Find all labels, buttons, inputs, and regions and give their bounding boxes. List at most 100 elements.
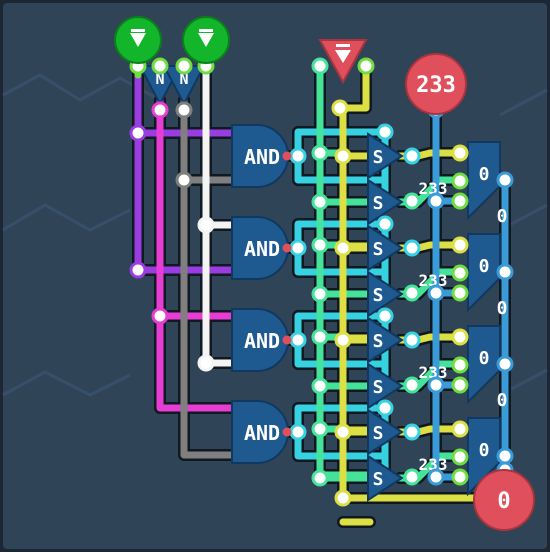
wire-node[interactable] — [175, 57, 193, 75]
wire-node[interactable] — [427, 284, 445, 302]
wire-node[interactable] — [403, 376, 421, 394]
value-display-label: 233 — [416, 73, 456, 98]
switch-gate-4[interactable]: S — [367, 270, 404, 318]
wire-node[interactable] — [451, 172, 469, 190]
pin-node — [282, 335, 292, 345]
wire-node[interactable] — [311, 377, 329, 395]
wire-node[interactable] — [403, 147, 421, 165]
wire-node[interactable] — [331, 99, 349, 117]
wire-node[interactable] — [451, 328, 469, 346]
input-left[interactable] — [114, 16, 162, 64]
wire-node[interactable] — [151, 101, 169, 119]
wire-node[interactable] — [289, 147, 307, 165]
switch-gate-3[interactable]: S — [367, 224, 404, 272]
wire-node[interactable] — [451, 236, 469, 254]
down-triangle-icon — [130, 33, 146, 47]
wire-gray — [180, 96, 236, 459]
wire-node[interactable] — [403, 239, 421, 257]
wire-node[interactable] — [311, 144, 329, 162]
wire-node[interactable] — [496, 447, 514, 465]
wire-node[interactable] — [357, 57, 375, 75]
wire-node[interactable] — [129, 124, 147, 142]
wire-node[interactable] — [151, 57, 169, 75]
switch-gate-label: S — [373, 469, 384, 490]
wire-node[interactable] — [175, 101, 193, 119]
wire-node[interactable] — [311, 193, 329, 211]
wire-node[interactable] — [427, 192, 445, 210]
wire-node[interactable] — [151, 307, 169, 325]
value-display[interactable]: 233 — [405, 53, 467, 115]
switch-gate-6[interactable]: S — [367, 362, 404, 410]
wire-node[interactable] — [197, 354, 215, 372]
wire-node[interactable] — [403, 192, 421, 210]
wire-node[interactable] — [311, 236, 329, 254]
wire-node[interactable] — [427, 376, 445, 394]
wire-node[interactable] — [334, 489, 352, 507]
wire-node[interactable] — [197, 216, 215, 234]
wire-node[interactable] — [451, 448, 469, 466]
wire-node[interactable] — [403, 423, 421, 441]
registers: 00233002330023300233 — [419, 141, 508, 503]
wire-node[interactable] — [311, 285, 329, 303]
register-value: 0 — [479, 348, 490, 369]
wire-node[interactable] — [496, 171, 514, 189]
wire-node[interactable] — [376, 123, 394, 141]
wire-node[interactable] — [311, 420, 329, 438]
wire-node[interactable] — [403, 468, 421, 486]
wire-node[interactable] — [376, 399, 394, 417]
and-gate-1[interactable]: AND — [231, 124, 289, 188]
switch-gate-label: S — [373, 377, 384, 398]
wire-node[interactable] — [451, 420, 469, 438]
wire-node[interactable] — [311, 328, 329, 346]
switch-gate-7[interactable]: S — [367, 408, 404, 456]
overlay-value: 233 — [419, 271, 448, 290]
wire-node[interactable] — [451, 264, 469, 282]
switch-gate-5[interactable]: S — [367, 316, 404, 364]
wire-node[interactable] — [129, 261, 147, 279]
wire-node[interactable] — [334, 331, 352, 349]
wire-node[interactable] — [289, 331, 307, 349]
wire-node[interactable] — [451, 144, 469, 162]
output-top[interactable] — [318, 39, 368, 85]
wire-node[interactable] — [403, 331, 421, 349]
wire-node[interactable] — [451, 468, 469, 486]
wire-node[interactable] — [451, 356, 469, 374]
wire-node[interactable] — [451, 376, 469, 394]
bottom-output[interactable]: 0 — [473, 469, 535, 531]
wire-node[interactable] — [427, 468, 445, 486]
wire-node[interactable] — [311, 469, 329, 487]
wire-node[interactable] — [175, 171, 193, 189]
overlay-value: 233 — [419, 363, 448, 382]
and-gate-4[interactable]: AND — [231, 400, 289, 464]
wire-node[interactable] — [334, 423, 352, 441]
wire-node[interactable] — [376, 307, 394, 325]
down-triangle-icon — [335, 50, 351, 63]
wire-node[interactable] — [496, 355, 514, 373]
wire-node[interactable] — [334, 147, 352, 165]
switch-gate-label: S — [373, 193, 384, 214]
wire-node[interactable] — [496, 263, 514, 281]
wire-node[interactable] — [311, 57, 329, 75]
wire-node[interactable] — [403, 284, 421, 302]
wire-node[interactable] — [289, 239, 307, 257]
and-gate-3[interactable]: AND — [231, 308, 289, 372]
pin-node — [282, 427, 292, 437]
switch-gate-1[interactable]: S — [367, 132, 404, 180]
wire-node[interactable] — [334, 239, 352, 257]
switch-gate-8[interactable]: S — [367, 454, 404, 502]
and-gate-label: AND — [244, 329, 280, 353]
and-gate-label: AND — [244, 145, 280, 169]
wire-node[interactable] — [451, 284, 469, 302]
wire-node[interactable] — [376, 215, 394, 233]
wire-node[interactable] — [451, 192, 469, 210]
and-gate-2[interactable]: AND — [231, 216, 289, 280]
switch-gate-2[interactable]: S — [367, 178, 404, 226]
input-right[interactable] — [182, 16, 230, 64]
overlay-value: 233 — [419, 179, 448, 198]
wire-nodes — [129, 57, 514, 507]
wire-node[interactable] — [289, 423, 307, 441]
register-value: 0 — [479, 164, 490, 185]
